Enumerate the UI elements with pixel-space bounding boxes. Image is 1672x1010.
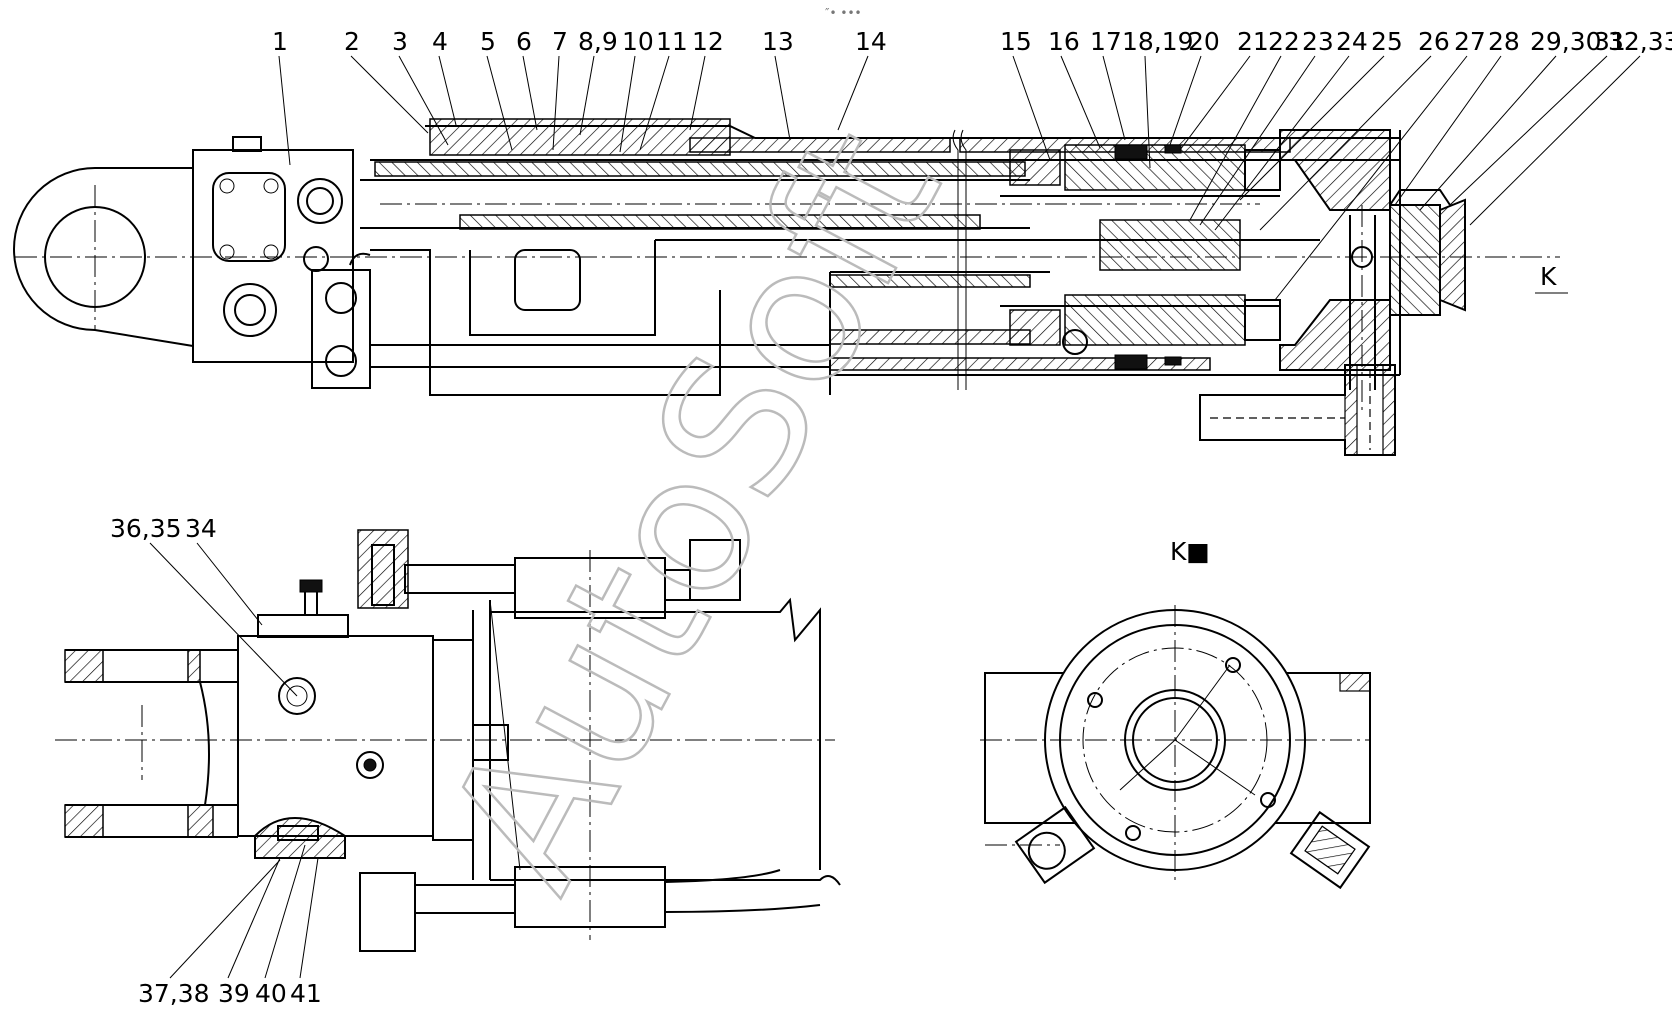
callout-11: 11 <box>656 27 688 56</box>
end-cap <box>1279 129 1466 410</box>
callout-26: 26 <box>1418 27 1450 56</box>
callout-25: 25 <box>1371 27 1403 56</box>
callout-24: 24 <box>1336 27 1368 56</box>
callout-3: 3 <box>392 27 408 56</box>
callout-40: 40 <box>255 979 287 1008</box>
callout-15: 15 <box>1000 27 1032 56</box>
callouts-top: 1 2 3 4 5 6 7 8,9 10 11 12 13 14 15 16 1… <box>272 27 1672 301</box>
callout-39: 39 <box>218 979 250 1008</box>
callout-20: 20 <box>1188 27 1220 56</box>
pipe-elbow <box>1199 364 1396 456</box>
callout-22: 22 <box>1268 27 1300 56</box>
callout-1: 1 <box>272 27 288 56</box>
callout-17: 17 <box>1090 27 1122 56</box>
callout-21: 21 <box>1237 27 1269 56</box>
callouts-bottom-left: 36,35 34 37,38 39 40 41 <box>110 514 322 1008</box>
callout-41: 41 <box>290 979 322 1008</box>
callout-34: 34 <box>185 514 217 543</box>
plan-view <box>55 529 841 952</box>
callout-36-35: 36,35 <box>110 514 182 543</box>
callout-32-33: 32,33 <box>1608 27 1672 56</box>
callout-7: 7 <box>552 27 568 56</box>
callout-28: 28 <box>1488 27 1520 56</box>
view-marker: K <box>1540 262 1557 291</box>
callout-37-38: 37,38 <box>138 979 210 1008</box>
callout-12: 12 <box>692 27 724 56</box>
callout-23: 23 <box>1302 27 1334 56</box>
head-block <box>192 136 371 389</box>
callout-27: 27 <box>1454 27 1486 56</box>
callout-6: 6 <box>516 27 532 56</box>
callout-13: 13 <box>762 27 794 56</box>
view-k-title: K <box>1170 537 1187 566</box>
callout-14: 14 <box>855 27 887 56</box>
callout-16: 16 <box>1048 27 1080 56</box>
rod-eye <box>13 167 194 347</box>
callout-2: 2 <box>344 27 360 56</box>
view-k-title-glyph: ■ <box>1186 537 1210 566</box>
callout-5: 5 <box>480 27 496 56</box>
header-marks: ″• ••• <box>825 6 862 20</box>
callout-29-30: 29,30 <box>1530 27 1602 56</box>
callout-10: 10 <box>622 27 654 56</box>
callout-8-9: 8,9 <box>578 27 618 56</box>
callout-4: 4 <box>432 27 448 56</box>
view-k: K ■ <box>980 537 1371 890</box>
callout-31: 31 <box>1594 27 1626 56</box>
section-view <box>13 118 1560 456</box>
callout-18-19: 18,19 <box>1122 27 1194 56</box>
